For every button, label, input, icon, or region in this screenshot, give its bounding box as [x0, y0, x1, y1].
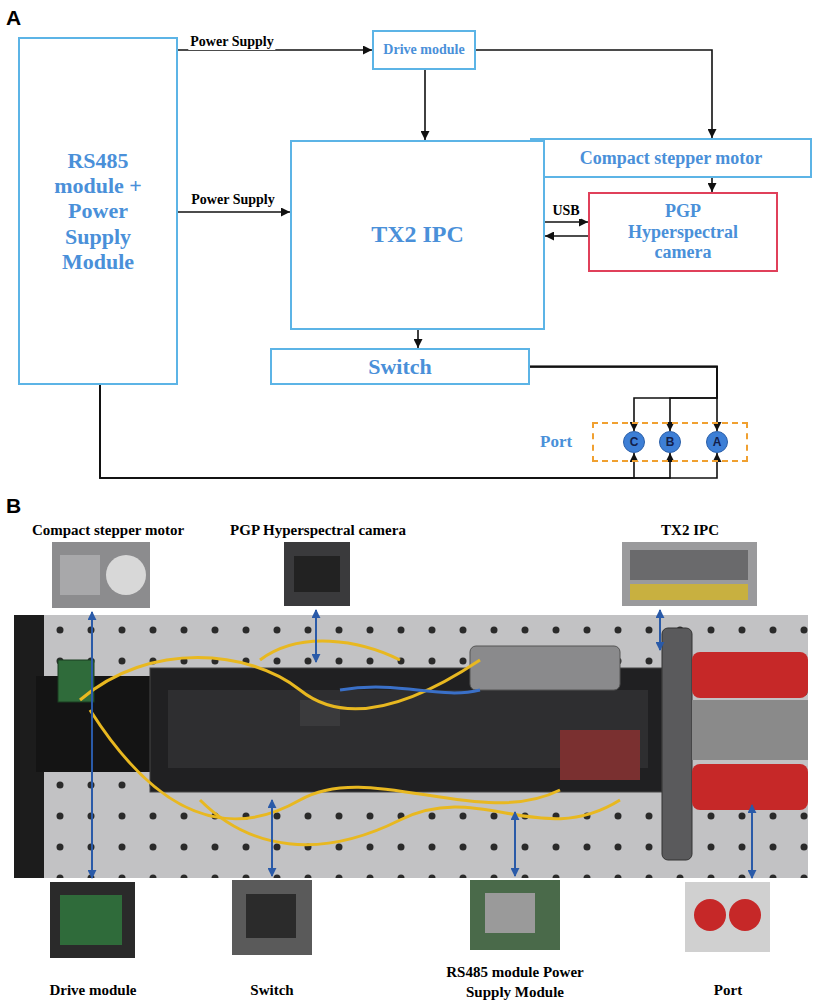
part-name: TX2 IPC	[661, 520, 719, 540]
node-text: Switch	[368, 354, 432, 379]
node-text: Port	[540, 432, 572, 452]
port-group: PortCBA	[592, 422, 748, 462]
part-name: Switch	[250, 980, 293, 1000]
node-text: C	[630, 436, 639, 448]
port-circle: A	[706, 431, 728, 453]
connector-arrow	[100, 385, 717, 478]
part-name: RS485 module Power Supply Module	[430, 962, 600, 1003]
node-text: PGP Hyperspectral camera	[613, 201, 753, 263]
panel-letter: B	[6, 492, 21, 520]
camera-box: PGP Hyperspectral camera	[588, 192, 778, 272]
connector-arrow	[417, 330, 419, 348]
module-box: Compact stepper motor	[530, 138, 812, 178]
part-name: Port	[714, 980, 742, 1000]
edge-label: Power Supply	[189, 192, 276, 208]
connector-arrow	[178, 211, 290, 213]
connector-arrow	[545, 235, 588, 237]
edge-label: Power Supply	[188, 34, 275, 50]
part-name: Drive module	[49, 980, 136, 1000]
module-box: RS485 module + Power Supply Module	[18, 37, 178, 385]
connector-arrow	[545, 221, 588, 223]
node-text: Drive module	[383, 42, 464, 58]
connector-arrow	[100, 385, 634, 478]
node-text: A	[713, 436, 722, 448]
connector-arrow	[424, 70, 426, 140]
connector-arrow	[100, 385, 670, 478]
port-circle: C	[623, 431, 645, 453]
node-text: TX2 IPC	[371, 221, 464, 249]
switch-box: Switch	[270, 348, 530, 385]
panel-letter: A	[6, 4, 21, 32]
port-circle: B	[659, 431, 681, 453]
node-text: B	[666, 436, 675, 448]
edge-label: USB	[550, 203, 581, 219]
node-text: Compact stepper motor	[580, 148, 763, 169]
connector-arrow	[711, 178, 713, 192]
part-name: Compact stepper motor	[32, 520, 184, 540]
node-text: RS485 module + Power Supply Module	[39, 148, 157, 274]
module-box: Drive module	[372, 30, 476, 70]
connector-arrow	[476, 50, 712, 138]
controller-box: TX2 IPC	[290, 140, 545, 330]
part-name: PGP Hyperspectral camera	[230, 520, 406, 540]
